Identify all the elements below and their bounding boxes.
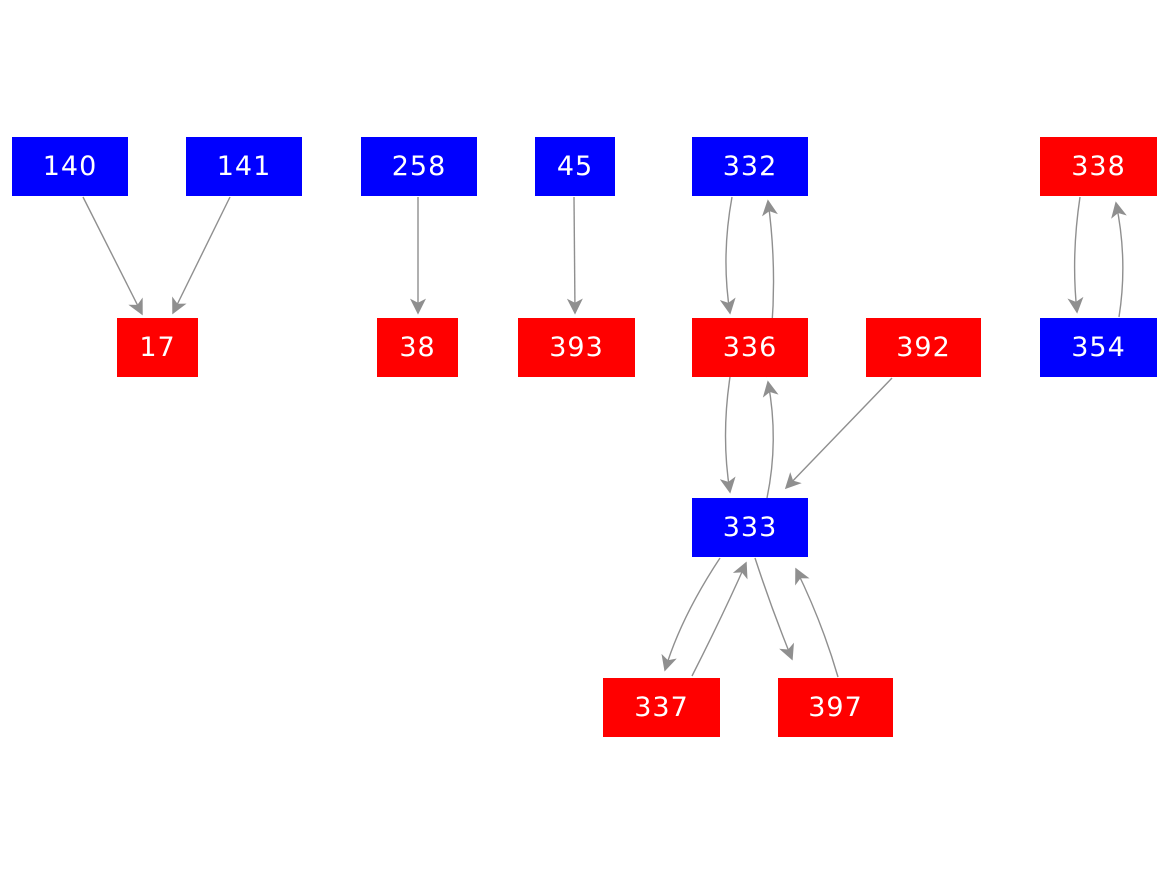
node-332: 332 bbox=[692, 137, 808, 196]
node-354: 354 bbox=[1040, 318, 1157, 377]
node-338: 338 bbox=[1040, 137, 1157, 196]
node-17: 17 bbox=[117, 318, 198, 377]
node-label: 333 bbox=[722, 512, 778, 543]
node-label: 140 bbox=[42, 151, 98, 182]
node-label: 141 bbox=[216, 151, 272, 182]
edge-141-17 bbox=[172, 196, 231, 315]
node-label: 393 bbox=[549, 332, 604, 363]
node-label: 392 bbox=[896, 332, 951, 363]
node-397: 397 bbox=[778, 678, 893, 737]
edge-333-397 bbox=[754, 557, 794, 661]
edge-333-336 bbox=[762, 380, 779, 499]
node-392: 392 bbox=[866, 318, 981, 377]
node-label: 337 bbox=[634, 692, 689, 723]
edge-336-333 bbox=[719, 376, 736, 494]
node-label: 336 bbox=[722, 332, 778, 363]
node-label: 338 bbox=[1071, 151, 1126, 182]
edge-333-337 bbox=[661, 557, 721, 672]
edge-337-333 bbox=[691, 561, 748, 677]
node-label: 38 bbox=[399, 332, 436, 363]
node-label: 397 bbox=[808, 692, 863, 723]
edge-397-333 bbox=[795, 567, 839, 678]
node-38: 38 bbox=[377, 318, 458, 377]
edge-332-336 bbox=[719, 196, 736, 315]
node-label: 17 bbox=[139, 332, 176, 363]
edge-45-393 bbox=[566, 196, 583, 315]
node-258: 258 bbox=[361, 137, 477, 196]
node-label: 354 bbox=[1071, 332, 1126, 363]
node-label: 45 bbox=[556, 151, 594, 182]
node-337: 337 bbox=[603, 678, 720, 737]
node-336: 336 bbox=[692, 318, 808, 377]
node-393: 393 bbox=[518, 318, 635, 377]
edge-140-17 bbox=[82, 196, 143, 316]
node-333: 333 bbox=[692, 498, 808, 557]
edge-392-333 bbox=[784, 377, 893, 490]
node-label: 332 bbox=[722, 151, 778, 182]
node-label: 258 bbox=[391, 151, 447, 182]
node-141: 141 bbox=[186, 137, 302, 196]
node-140: 140 bbox=[12, 137, 128, 196]
node-45: 45 bbox=[535, 137, 615, 196]
edge-354-338 bbox=[1111, 201, 1127, 318]
edge-338-354 bbox=[1067, 196, 1084, 314]
